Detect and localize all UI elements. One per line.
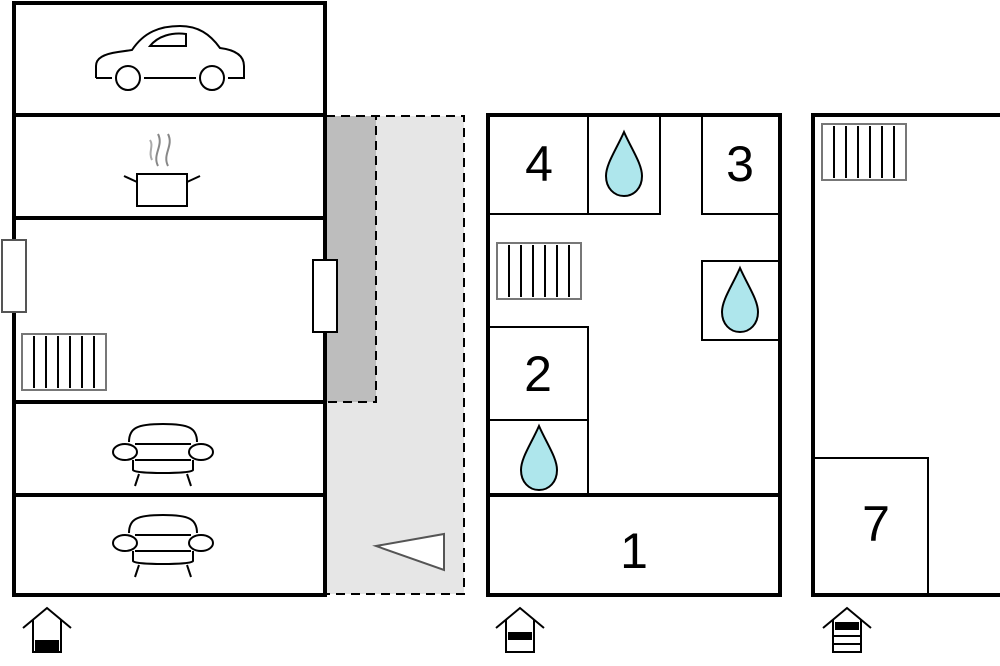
stairs-icon xyxy=(496,242,582,300)
car-icon xyxy=(95,24,245,91)
room-4-label: 4 xyxy=(525,136,553,192)
water-drop-icon xyxy=(605,131,643,197)
cooking-pot-icon xyxy=(123,133,201,207)
water-drop-icon xyxy=(721,267,759,333)
terrace-arrow-icon xyxy=(372,532,445,572)
room-3-label: 3 xyxy=(726,136,754,192)
room-2-label: 2 xyxy=(524,346,552,402)
stairs-icon xyxy=(21,333,107,391)
ground-floor xyxy=(1,1,465,653)
water-drop-icon xyxy=(520,425,558,491)
floor-level-icon xyxy=(822,607,872,653)
second-floor-outline xyxy=(811,113,1000,597)
floor-level-icon xyxy=(22,607,72,653)
first-floor: 4 3 2 1 xyxy=(486,113,782,653)
first-floor-outline xyxy=(486,113,782,597)
room-7-label: 7 xyxy=(862,496,890,552)
sofa-icon xyxy=(112,514,214,578)
second-floor: 7 xyxy=(811,113,1000,653)
floor-level-icon xyxy=(495,607,545,653)
sofa-icon xyxy=(112,423,214,487)
window-left xyxy=(1,239,27,313)
room-1-label: 1 xyxy=(620,523,648,579)
ground-floor-outline xyxy=(12,1,327,597)
stairs-icon xyxy=(821,123,907,181)
door-right xyxy=(312,259,338,333)
